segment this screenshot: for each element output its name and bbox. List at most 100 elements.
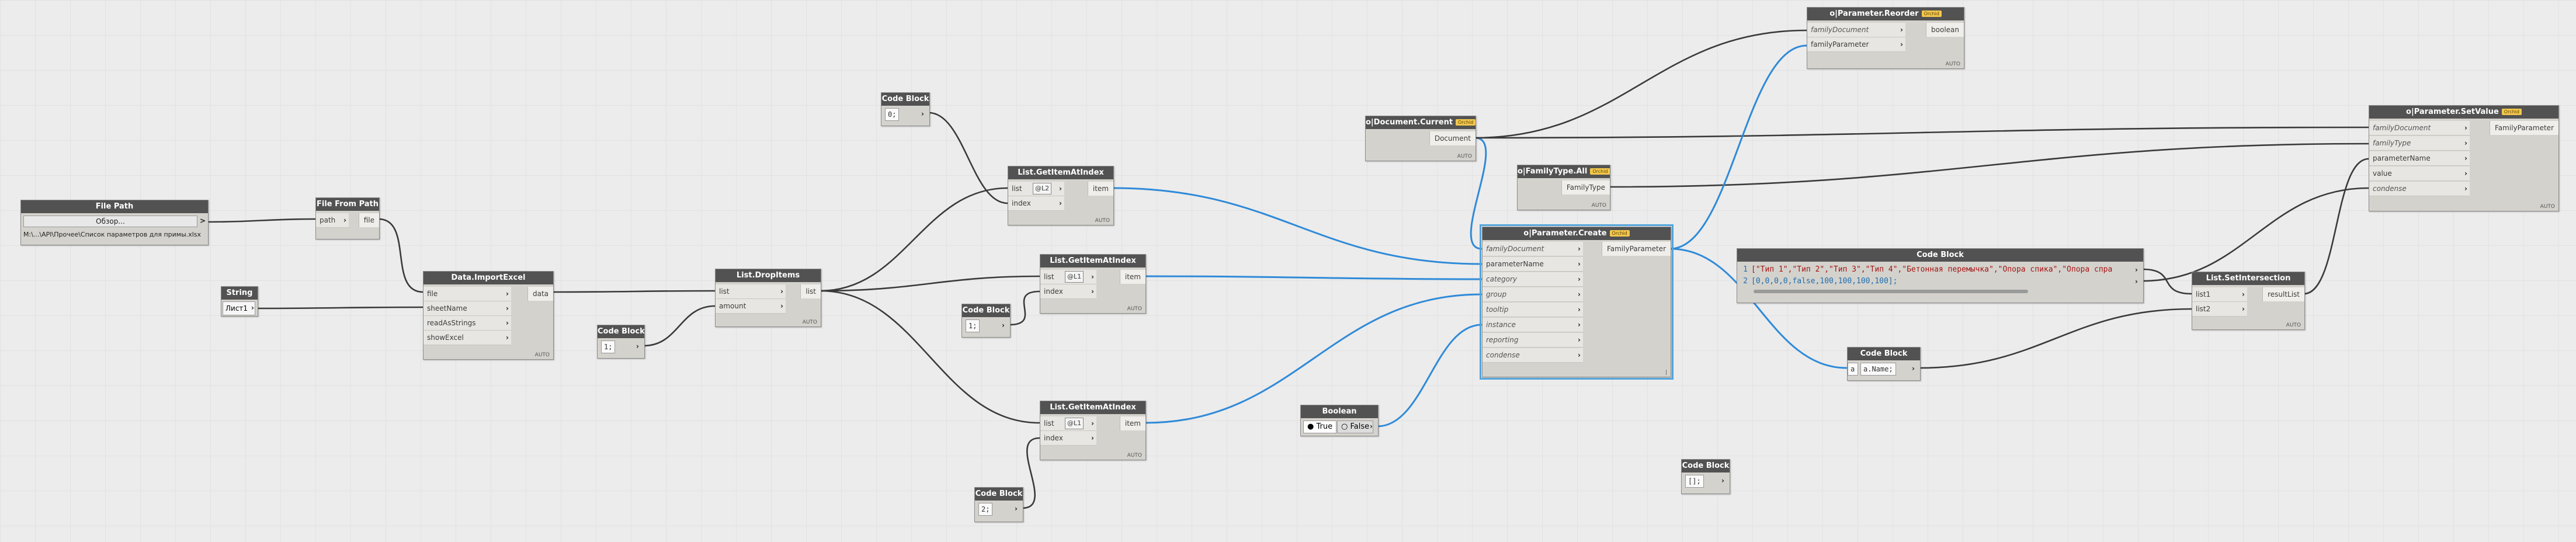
input-port-index[interactable]: index› [1008, 196, 1064, 211]
import-excel-node[interactable]: Data.ImportExcel file› sheetName› readAs… [423, 271, 554, 360]
input-port-list2[interactable]: list2› [2192, 302, 2247, 317]
wire-paramcreate-to-reorder[interactable] [1669, 44, 1807, 250]
output-port-1[interactable]: › [2135, 266, 2138, 274]
wire-boolean-to-paramcreate[interactable] [1377, 324, 1483, 428]
wire-filepath-to-filefrompath[interactable] [207, 218, 316, 223]
input-port-condense[interactable]: condense› [1483, 348, 1583, 363]
code-block-zero[interactable]: Code Block 0; › [881, 92, 930, 126]
input-port-sheetname[interactable]: sheetName› [423, 301, 511, 316]
wire-filefrompath-to-importexcel[interactable] [378, 218, 423, 293]
code-editor[interactable]: a.Name; [1860, 363, 1896, 376]
horizontal-scrollbar[interactable] [1754, 290, 2028, 293]
wire-familytype-to-setvalue[interactable] [1609, 143, 2369, 188]
input-port-list[interactable]: list@L2› [1008, 182, 1064, 196]
code-editor[interactable]: []; [1685, 475, 1704, 488]
output-port-file[interactable]: file [358, 213, 379, 227]
input-port-parametername[interactable]: parameterName› [2369, 151, 2470, 166]
lacing-level-control[interactable]: @L1 [1065, 418, 1084, 429]
input-port-condense[interactable]: condense› [2369, 182, 2470, 196]
set-intersection-node[interactable]: List.SetIntersection list1› list2› resul… [2192, 272, 2305, 330]
input-port-list[interactable]: list› [716, 284, 786, 299]
false-radio[interactable]: ○ False [1337, 421, 1374, 433]
input-port-reporting[interactable]: reporting› [1483, 333, 1583, 348]
code-input-port[interactable]: a [1848, 363, 1858, 376]
wire-cbname-to-setintersection[interactable] [1919, 308, 2192, 369]
wire-dropitems-to-getidxbot[interactable] [820, 290, 1040, 424]
file-path-node[interactable]: File Path Обзор... > M:\...\API\Прочее\С… [20, 200, 209, 245]
file-from-path-node[interactable]: File From Path path› file [315, 197, 380, 239]
wire-cbtwo-to-getidxbot[interactable] [1022, 437, 1040, 509]
output-port-familyparameter[interactable]: FamilyParameter [2489, 121, 2558, 135]
input-port-value[interactable]: value› [2369, 166, 2470, 181]
code-block-name[interactable]: Code Block a a.Name; › [1847, 347, 1921, 381]
lacing-level-control[interactable]: @L2 [1033, 183, 1052, 194]
input-port-readasstrings[interactable]: readAsStrings› [423, 316, 511, 331]
wire-cbone-b-to-getidxmid[interactable] [1009, 290, 1040, 326]
wire-getidxmid-to-paramcreate[interactable] [1144, 275, 1483, 280]
string-input[interactable]: Лист1 [223, 301, 255, 315]
code-editor[interactable]: 1; [601, 341, 616, 353]
code-editor[interactable]: 0; [885, 108, 900, 121]
input-port-familytype[interactable]: familyType› [2369, 136, 2470, 151]
output-port[interactable]: › [1912, 364, 1915, 373]
code-block-one-b[interactable]: Code Block 1; › [961, 304, 1011, 338]
input-port-familydocument[interactable]: familyDocument› [1483, 242, 1583, 256]
input-port-familydocument[interactable]: familyDocument› [2369, 121, 2470, 136]
output-port[interactable]: › [251, 304, 254, 312]
input-port-index[interactable]: index› [1040, 431, 1096, 446]
input-port-file[interactable]: file› [423, 287, 511, 301]
wire-getidxbot-to-paramcreate[interactable] [1144, 293, 1483, 424]
wire-doccurrent-to-paramcreate[interactable] [1470, 137, 1487, 250]
output-port-2[interactable]: › [2135, 277, 2138, 286]
wire-paramcreate-to-cbname[interactable] [1669, 248, 1848, 369]
wire-codebig-to-setintersection[interactable] [2142, 268, 2192, 295]
input-port-amount[interactable]: amount› [716, 299, 786, 314]
wire-doccurrent-to-reorder[interactable] [1474, 29, 1807, 139]
output-port-item[interactable]: item [1119, 416, 1145, 430]
input-port-familydocument[interactable]: familyDocument› [1807, 23, 1905, 37]
input-port-list1[interactable]: list1› [2192, 287, 2247, 302]
input-port-group[interactable]: group› [1483, 287, 1583, 302]
code-block-two[interactable]: Code Block 2; › [974, 487, 1023, 522]
output-port-list[interactable]: list [800, 284, 821, 298]
boolean-node[interactable]: Boolean ● True ○ False › [1300, 405, 1379, 436]
output-port-resultlist[interactable]: resultList [2262, 287, 2304, 301]
wire-dropitems-to-getidxmid[interactable] [820, 275, 1040, 292]
lacing-level-control[interactable]: @L1 [1065, 271, 1084, 283]
wire-codebig2-to-setvalue[interactable] [2142, 187, 2369, 282]
input-port-instance[interactable]: instance› [1483, 318, 1583, 332]
code-block-one[interactable]: Code Block 1; › [597, 325, 645, 359]
input-port-tooltip[interactable]: tooltip› [1483, 303, 1583, 317]
wire-setintersection-to-setvalue[interactable] [2303, 158, 2369, 295]
wire-importexcel-to-dropitems[interactable] [552, 290, 716, 293]
output-port[interactable]: › [1370, 422, 1373, 430]
output-port-item[interactable]: item [1119, 270, 1145, 284]
output-port-familyparameter[interactable]: FamilyParameter [1601, 242, 1671, 256]
output-port[interactable]: › [1015, 505, 1018, 513]
get-item-at-index-bottom[interactable]: List.GetItemAtIndex list@L1› index› item… [1040, 401, 1146, 460]
output-port[interactable]: › [636, 342, 639, 350]
output-port-data[interactable]: data [527, 287, 553, 301]
browse-button[interactable]: Обзор... [23, 216, 197, 227]
wire-string-to-importexcel[interactable] [256, 306, 423, 310]
wire-getidxtop-to-paramcreate[interactable] [1112, 187, 1483, 265]
input-port-showexcel[interactable]: showExcel› [423, 331, 511, 345]
drop-items-node[interactable]: List.DropItems list› amount› list AUTO [715, 269, 821, 327]
wire-dropitems-to-getidxtop[interactable] [820, 187, 1008, 292]
code-editor[interactable]: 2; [978, 503, 993, 516]
input-port-list[interactable]: list@L1› [1040, 416, 1096, 431]
code-block-lists[interactable]: Code Block 1["Тип 1","Тип 2","Тип 3","Ти… [1737, 248, 2144, 303]
wire-doccurrent-to-setvalue[interactable] [1474, 126, 2369, 139]
output-port-document[interactable]: Document [1429, 131, 1476, 145]
code-line-2[interactable]: 2[0,0,0,0,false,100,100,100,100]; [1743, 277, 1898, 286]
input-port-list[interactable]: list@L1› [1040, 270, 1096, 284]
output-port[interactable]: › [1002, 321, 1005, 329]
output-port-familytype[interactable]: FamilyType [1561, 180, 1610, 194]
output-port-item[interactable]: item [1087, 182, 1113, 196]
true-radio[interactable]: ● True [1303, 421, 1337, 433]
